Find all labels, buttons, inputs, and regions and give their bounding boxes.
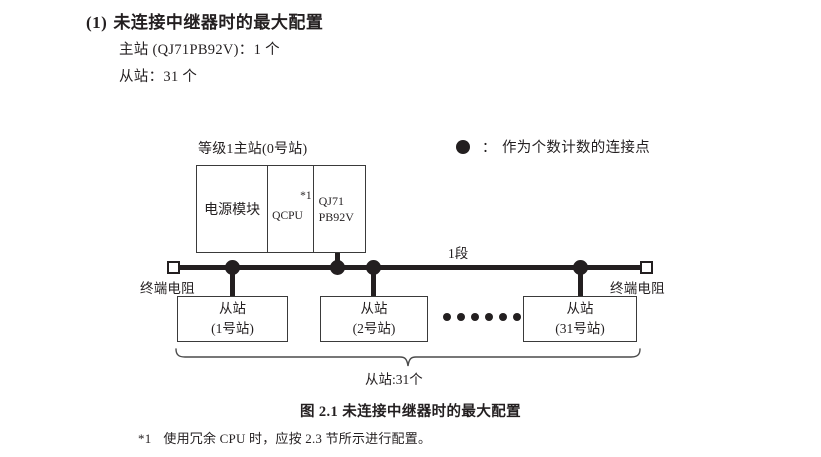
slave2-drop-line <box>371 270 376 297</box>
legend-label: 作为个数计数的连接点 <box>502 140 650 156</box>
master-station-block: 电源模块 QCPU *1 QJ71 PB92V <box>196 165 366 253</box>
spec-line-master: 主站 (QJ71PB92V)：1 个 <box>119 42 280 58</box>
master-station-label: 等级1主站(0号站) <box>198 142 308 157</box>
terminating-resistor-left-label: 终端电阻 <box>140 281 195 296</box>
section-title: 未连接中继器时的最大配置 <box>113 13 324 32</box>
qcpu-cell: QCPU *1 <box>268 166 314 252</box>
pb92v-cell: QJ71 PB92V <box>314 166 365 252</box>
connection-node-slave31 <box>573 260 588 275</box>
pb92v-label-line1: QJ71 <box>318 193 344 208</box>
legend: ： 作为个数计数的连接点 <box>456 136 650 157</box>
slave1-drop-line <box>230 270 235 297</box>
connection-node-slave1 <box>225 260 240 275</box>
slave-station-box-31: 从站 (31号站) <box>523 296 637 342</box>
terminating-resistor-right-icon <box>640 261 653 274</box>
spec-line-slave: 从站：31 个 <box>119 69 198 85</box>
footnote-text: 使用冗余 CPU 时，应按 2.3 节所示进行配置。 <box>163 431 432 446</box>
slave-group-brace-label: 从站:31个 <box>365 372 423 387</box>
slave-station-box-2: 从站 (2号站) <box>320 296 428 342</box>
slave-title-2: 从站 <box>360 301 388 317</box>
footnote: *1 使用冗余 CPU 时，应按 2.3 节所示进行配置。 <box>138 428 431 447</box>
slave-station-box-1: 从站 (1号站) <box>177 296 288 342</box>
footnote-mark: *1 <box>138 431 152 446</box>
terminating-resistor-left-icon <box>167 261 180 274</box>
slave-title-1: 从站 <box>219 301 246 317</box>
pb92v-label-line2: PB92V <box>318 210 354 224</box>
power-module-cell: 电源模块 <box>197 166 269 252</box>
slave-title-31: 从站 <box>566 301 594 317</box>
connection-node-slave2 <box>366 260 381 275</box>
section-heading: (1) 未连接中继器时的最大配置 <box>86 8 323 33</box>
filled-circle-icon <box>456 139 470 154</box>
ellipsis-dots-icon <box>443 313 521 321</box>
slave-station-number-2: (2号站) <box>352 321 396 336</box>
connection-node-master <box>330 260 345 275</box>
terminating-resistor-right-label: 终端电阻 <box>610 281 665 296</box>
slave-group-brace <box>175 348 641 368</box>
legend-separator: ： <box>482 140 496 156</box>
slave-station-number-1: (1号站) <box>211 321 254 336</box>
segment-label: 1段 <box>448 246 469 261</box>
slave31-drop-line <box>578 270 583 297</box>
qcpu-label: QCPU <box>272 210 303 222</box>
network-bus-line <box>178 265 642 270</box>
slave-station-number-31: (31号站) <box>555 321 605 336</box>
figure-caption: 图 2.1 未连接中继器时的最大配置 <box>299 404 522 420</box>
qcpu-footnote-mark: *1 <box>300 190 312 202</box>
section-number: (1) <box>86 13 108 32</box>
